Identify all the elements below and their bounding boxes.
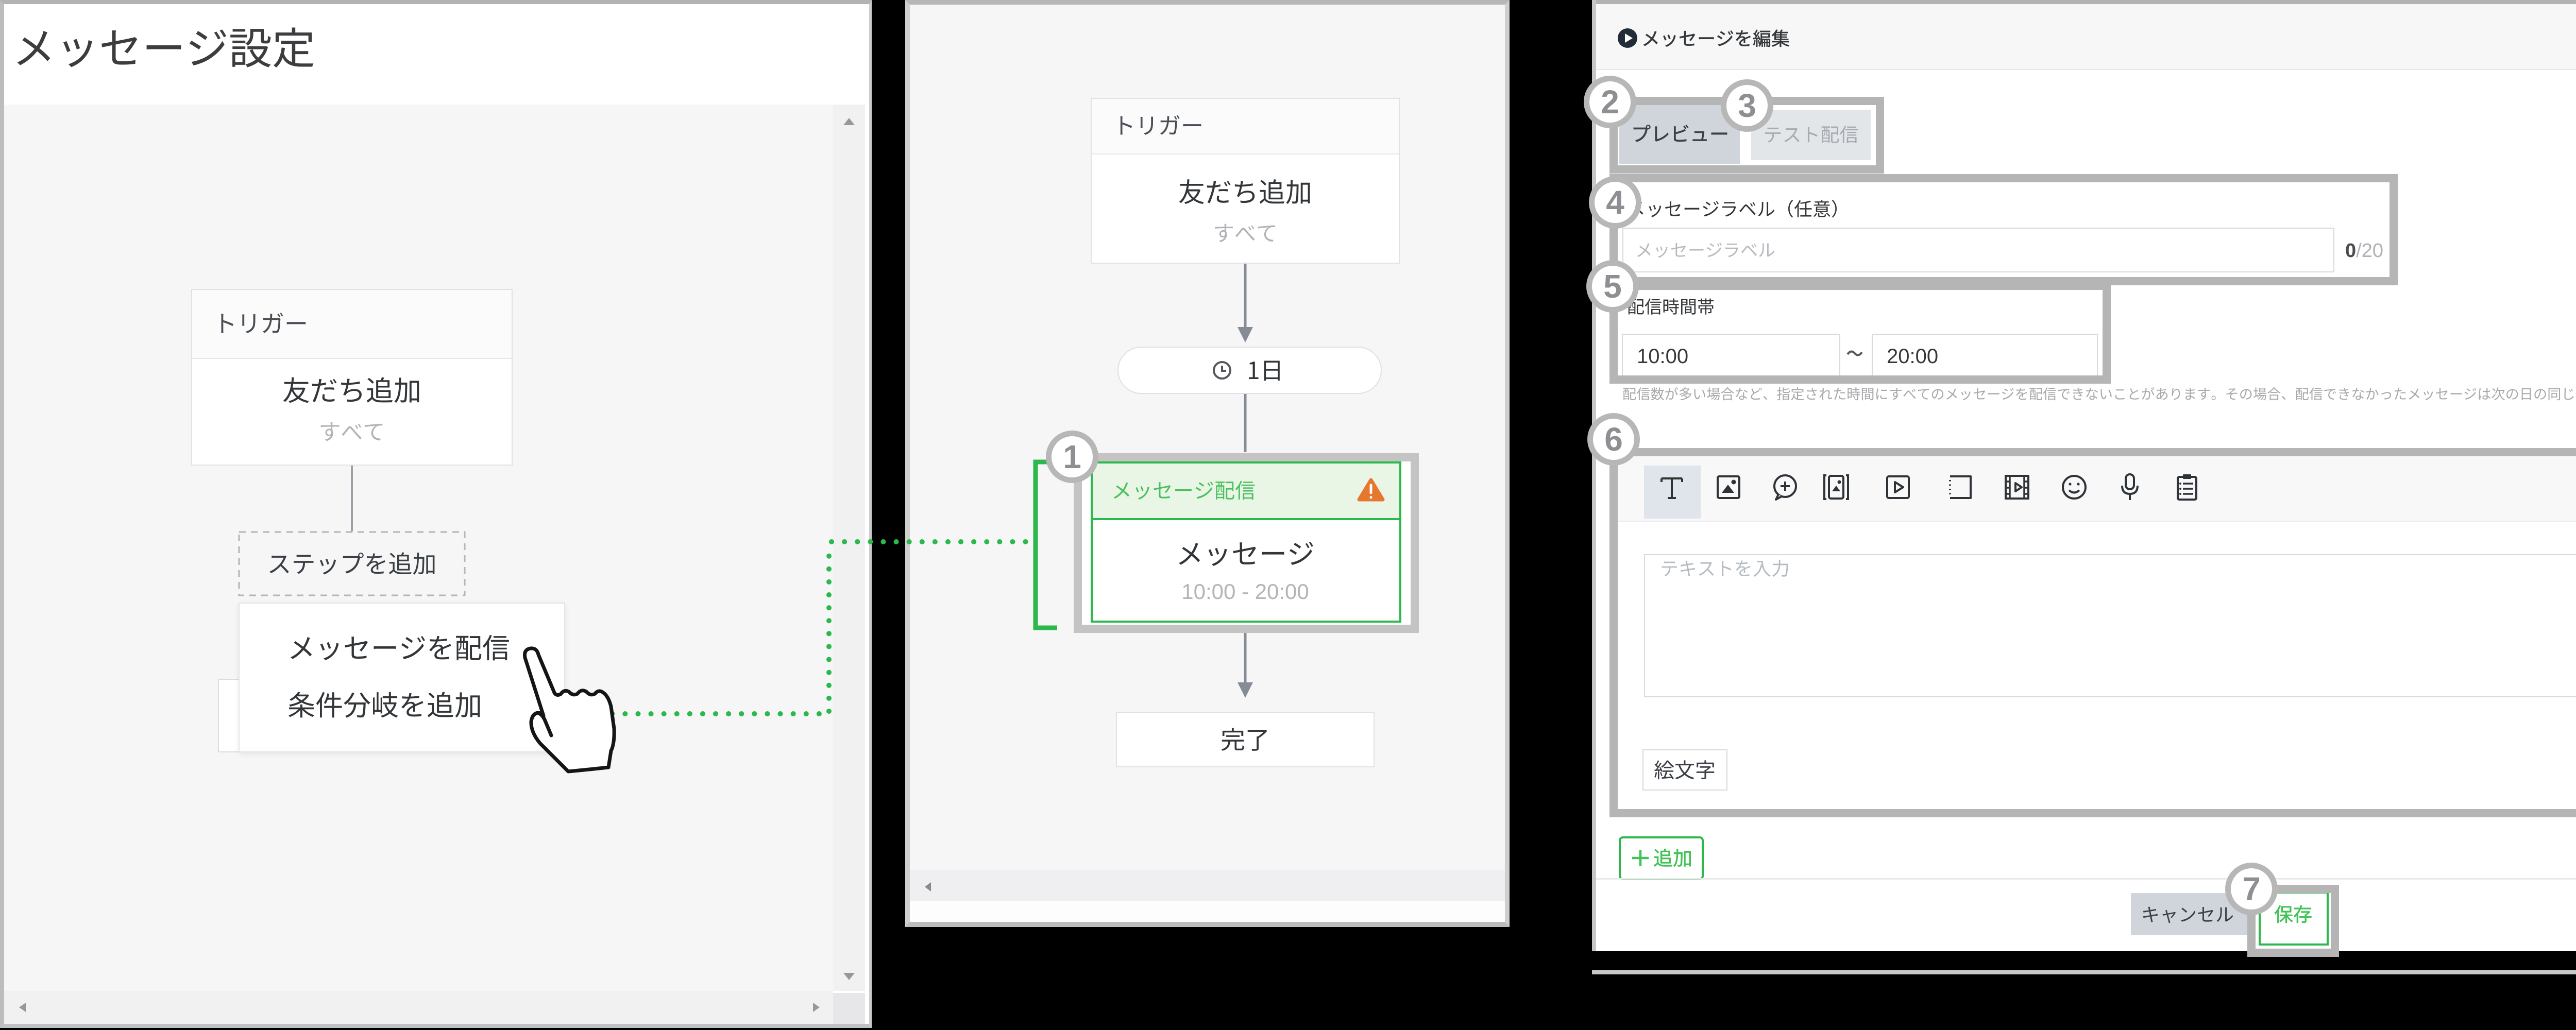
svg-text:10:00 - 20:00: 10:00 - 20:00 bbox=[1181, 579, 1309, 604]
